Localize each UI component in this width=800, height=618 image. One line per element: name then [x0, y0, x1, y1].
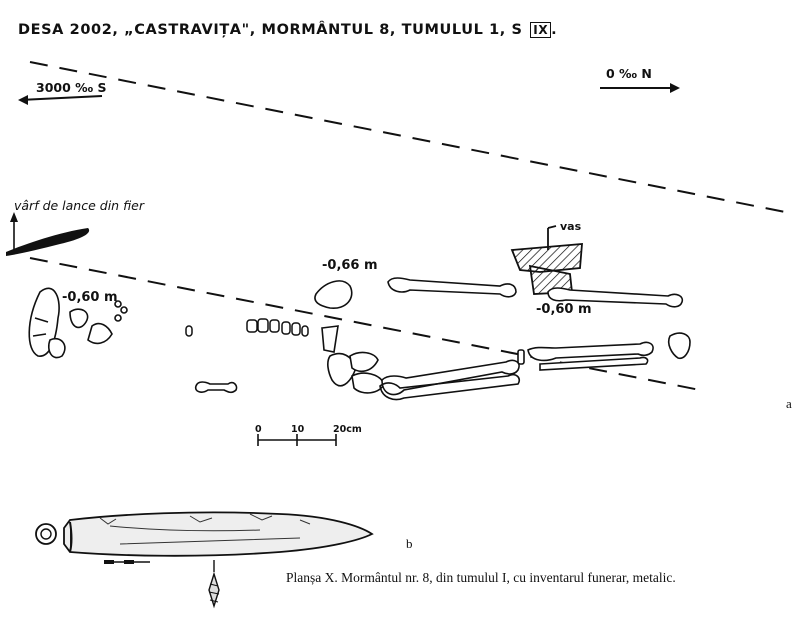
north-direction-label: 0 ‰ N [606, 66, 652, 81]
south-direction-label: 3000 ‰ S [36, 80, 107, 95]
isolated-bone [194, 381, 238, 394]
trench-boundary-upper [29, 61, 786, 213]
bone-fragment-066 [314, 280, 353, 309]
scale-tick-10: 10 [291, 424, 305, 435]
north-arrow-icon [600, 83, 680, 93]
lance-label: vârf de lance din fier [14, 198, 144, 213]
depth-label-060-right: -0,60 m [536, 302, 592, 317]
spearhead-drawing-b [35, 511, 374, 609]
spearhead-icon [6, 212, 90, 256]
panel-label-b: b [406, 536, 413, 551]
scale-bar [257, 434, 337, 446]
humerus-upper [387, 277, 517, 298]
title-text: DESA 2002, „CASTRAVIȚA", MORMÂNTUL 8, TU… [18, 22, 523, 38]
vessel-label: vas [560, 220, 582, 233]
south-arrow-icon [18, 95, 103, 105]
depth-label-066: -0,66 m [322, 258, 378, 273]
plate-title: DESA 2002, „CASTRAVIȚA", MORMÂNTUL 8, TU… [18, 22, 557, 38]
depth-label-060-skull: -0,60 m [62, 290, 118, 305]
title-tail: . [551, 22, 558, 38]
pelvis-and-legs [321, 325, 691, 401]
scale-tick-0: 0 [255, 424, 262, 435]
plate-caption: Planșa X. Mormântul nr. 8, din tumulul I… [286, 570, 676, 585]
trench-boundary-lower [29, 257, 701, 391]
vertebrae [185, 318, 309, 337]
long-bone-right [547, 287, 684, 308]
scale-tick-20: 20cm [333, 424, 362, 435]
section-number: IX [530, 22, 552, 38]
skull-fragments [28, 287, 128, 359]
vessel [510, 225, 583, 295]
panel-label-a: a [786, 396, 792, 411]
